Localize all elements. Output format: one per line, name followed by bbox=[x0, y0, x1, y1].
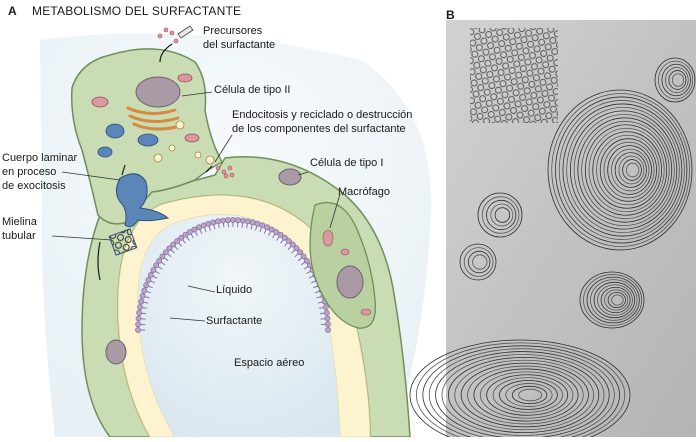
surfactant-head bbox=[255, 221, 260, 226]
surfactant-head bbox=[206, 221, 211, 226]
panel-a-letter: A bbox=[8, 4, 17, 18]
surfactant-head bbox=[137, 310, 142, 315]
surfactant-head bbox=[146, 277, 151, 282]
surfactant-head bbox=[154, 263, 159, 268]
surfactant-head bbox=[325, 316, 330, 321]
label-endocitosis-line2: de los componentes del surfactante bbox=[232, 123, 406, 136]
surfactant-head bbox=[240, 218, 245, 223]
wall-nucleus bbox=[106, 340, 126, 364]
label-precursores-line2: del surfactante bbox=[203, 39, 275, 52]
macrophage-nucleus bbox=[337, 266, 363, 298]
surfactant-head bbox=[325, 327, 330, 332]
panel-a-title: METABOLISMO DEL SURFACTANTE bbox=[32, 4, 241, 18]
label-liquido: Líquido bbox=[216, 284, 252, 297]
label-mielina-line1: Mielina bbox=[2, 216, 37, 229]
surfactant-head bbox=[140, 293, 145, 298]
surfactant-head bbox=[250, 220, 255, 225]
surfactant-head bbox=[137, 305, 142, 310]
surfactant-head bbox=[216, 219, 221, 224]
surfactant-head bbox=[304, 258, 309, 263]
surfactant-head bbox=[301, 254, 306, 259]
surfactant-head bbox=[157, 258, 162, 263]
label-celula-tipo-i: Célula de tipo I bbox=[310, 157, 383, 170]
surfactant-head bbox=[136, 322, 141, 327]
type-ii-nucleus bbox=[136, 77, 180, 107]
surfactant-head bbox=[245, 219, 250, 224]
surfactant-head bbox=[220, 218, 225, 223]
panel-b bbox=[410, 20, 696, 437]
surfactant-head bbox=[142, 288, 147, 293]
surfactant-head bbox=[136, 316, 141, 321]
label-espacio-aereo: Espacio aéreo bbox=[234, 357, 304, 370]
surfactant-head bbox=[135, 327, 140, 332]
surfactant-head bbox=[139, 299, 144, 304]
micrograph-lattice bbox=[470, 28, 558, 123]
label-macrofago: Macrófago bbox=[338, 186, 390, 199]
label-surfactante: Surfactante bbox=[206, 315, 262, 328]
surfactant-head bbox=[225, 218, 230, 223]
label-celula-tipo-ii: Célula de tipo II bbox=[214, 84, 290, 97]
label-mielina-line2: tubular bbox=[2, 230, 36, 243]
surfactant-head bbox=[211, 220, 216, 225]
label-cuerpo-laminar-line1: Cuerpo laminar bbox=[2, 152, 77, 165]
surfactant-head bbox=[235, 218, 240, 223]
label-endocitosis-line1: Endocitosis y reciclado o destrucción bbox=[232, 109, 412, 122]
surfactant-head bbox=[201, 223, 206, 228]
type-i-nucleus bbox=[279, 169, 301, 185]
surfactant-head bbox=[144, 283, 149, 288]
surfactant-head bbox=[230, 217, 235, 222]
surfactant-head bbox=[151, 267, 156, 272]
label-precursores-line1: Precursores bbox=[203, 25, 262, 38]
surfactant-head bbox=[325, 322, 330, 327]
surfactant-head bbox=[324, 310, 329, 315]
label-cuerpo-laminar-line3: de exocitosis bbox=[2, 180, 66, 193]
surfactant-head bbox=[148, 272, 153, 277]
label-cuerpo-laminar-line2: en proceso bbox=[2, 166, 56, 179]
panel-b-letter: B bbox=[446, 8, 455, 22]
surfactant-head bbox=[323, 305, 328, 310]
